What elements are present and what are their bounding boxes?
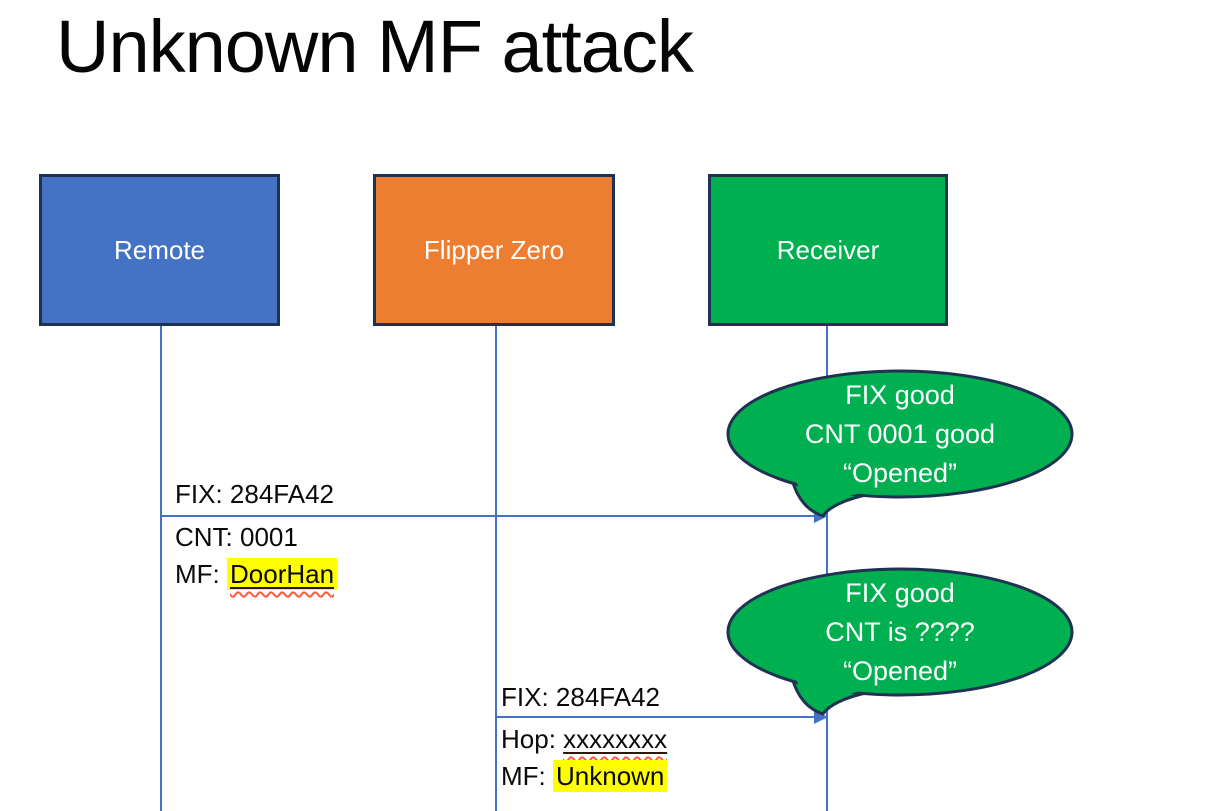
actor-box-remote: Remote (39, 174, 280, 326)
callout1-line1: FIX good (845, 379, 955, 410)
callout1-line3: “Opened” (842, 457, 958, 488)
callout1-speech-bubble-icon (726, 369, 1074, 518)
message2-arrow-line (496, 716, 816, 718)
message1-fix-label: FIX: 284FA42 (175, 479, 334, 509)
message1-mf-value-highlight: DoorHan (227, 558, 338, 590)
callout1-line2: CNT 0001 good (804, 418, 996, 449)
message2-hop-value-underline: xxxxxxxx (563, 724, 667, 754)
message2-fix-label: FIX: 284FA42 (501, 682, 660, 712)
lifeline-flipper-zero (495, 326, 497, 811)
message2-hop-prefix: Hop: (501, 724, 564, 754)
message1-mf-value: DoorHan (230, 559, 335, 589)
message1-mf-prefix: MF: (175, 559, 227, 589)
message1-cnt-label: CNT: 0001 (175, 522, 298, 552)
actor-box-flipper-zero: Flipper Zero (373, 174, 615, 326)
callout2-speech-bubble-icon (726, 567, 1074, 716)
actor-label-receiver: Receiver (776, 234, 880, 265)
message2-hop-value: xxxxxxxx (563, 724, 668, 754)
message1-mf-label: MF: DoorHan (175, 556, 338, 592)
message2-mf-value: Unknown (553, 760, 668, 792)
message2-mf-prefix: MF: (501, 761, 553, 791)
message2-mf-label: MF: Unknown (501, 758, 668, 794)
lifeline-receiver (826, 326, 828, 811)
callout2-line3: “Opened” (842, 655, 958, 686)
slide-title: Unknown MF attack (56, 5, 694, 88)
actor-box-receiver: Receiver (708, 174, 948, 326)
callout2-text: FIX good CNT is ???? “Opened” (724, 569, 1076, 695)
lifeline-remote (160, 326, 162, 811)
message2-hop-label: Hop: xxxxxxxx (501, 721, 667, 757)
message1-arrow-line (161, 515, 816, 517)
callout2-line2: CNT is ???? (825, 616, 975, 647)
callout1-text: FIX good CNT 0001 good “Opened” (724, 371, 1076, 497)
actor-label-remote: Remote (113, 234, 206, 265)
callout2-line1: FIX good (845, 577, 955, 608)
actor-label-flipper-zero: Flipper Zero (423, 234, 565, 265)
